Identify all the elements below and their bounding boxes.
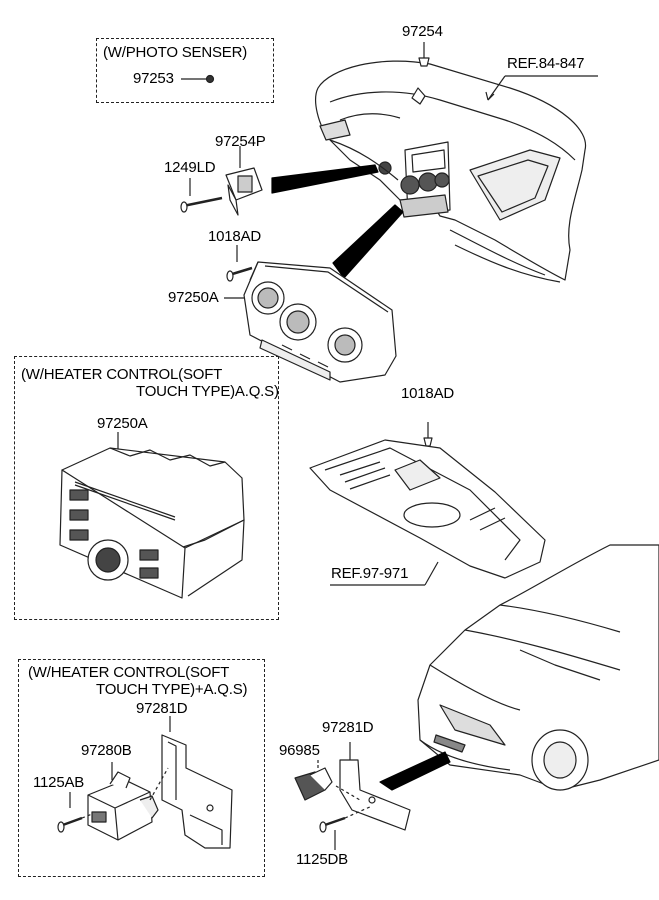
part-label-97280B: 97280B bbox=[81, 742, 132, 759]
part-label-1125AB: 1125AB bbox=[33, 774, 85, 791]
part-label-97281D-box: 97281D bbox=[136, 700, 188, 717]
aqs-sensor-bracket bbox=[161, 734, 233, 849]
part-label-1018AD-top: 1018AD bbox=[208, 228, 262, 245]
part-label-1125DB: 1125DB bbox=[296, 851, 348, 868]
part-label-1018AD-panel: 1018AD bbox=[401, 385, 455, 402]
part-label-97253: 97253 bbox=[133, 70, 174, 87]
part-label-97254P: 97254P bbox=[215, 133, 266, 150]
part-label-97254: 97254 bbox=[402, 23, 443, 40]
heater-control-caption-2a: (W/HEATER CONTROL(SOFT bbox=[28, 664, 230, 681]
part-label-97250A-soft-touch: 97250A bbox=[97, 415, 148, 432]
photo-sensor-caption: (W/PHOTO SENSER) bbox=[103, 44, 248, 61]
part-label-96985: 96985 bbox=[279, 742, 320, 759]
dashboard-illustration bbox=[315, 60, 587, 283]
vehicle-illustration bbox=[417, 544, 659, 791]
photo-sensor-option-box bbox=[96, 38, 274, 103]
heater-control-caption-1b: TOUCH TYPE)A.Q.S) bbox=[136, 383, 279, 400]
center-lower-panel bbox=[309, 439, 546, 579]
heater-control-caption-2b: TOUCH TYPE)+A.Q.S) bbox=[96, 681, 248, 698]
ref-label-97-971: REF.97-971 bbox=[331, 565, 409, 582]
heater-control-aqs-option-box bbox=[14, 356, 279, 620]
part-label-97281D-vehicle: 97281D bbox=[322, 719, 374, 736]
heater-control-caption-1a: (W/HEATER CONTROL(SOFT bbox=[21, 366, 223, 383]
ref-label-84-847: REF.84-847 bbox=[507, 55, 585, 72]
climate-control-unit-soft-touch bbox=[59, 447, 245, 599]
climate-control-unit-top bbox=[243, 261, 397, 383]
heater-control-plus-aqs-option-box bbox=[18, 659, 265, 877]
part-label-1249LD: 1249LD bbox=[164, 159, 216, 176]
part-label-97250A-top: 97250A bbox=[168, 289, 219, 306]
aqs-sensor bbox=[87, 771, 159, 841]
